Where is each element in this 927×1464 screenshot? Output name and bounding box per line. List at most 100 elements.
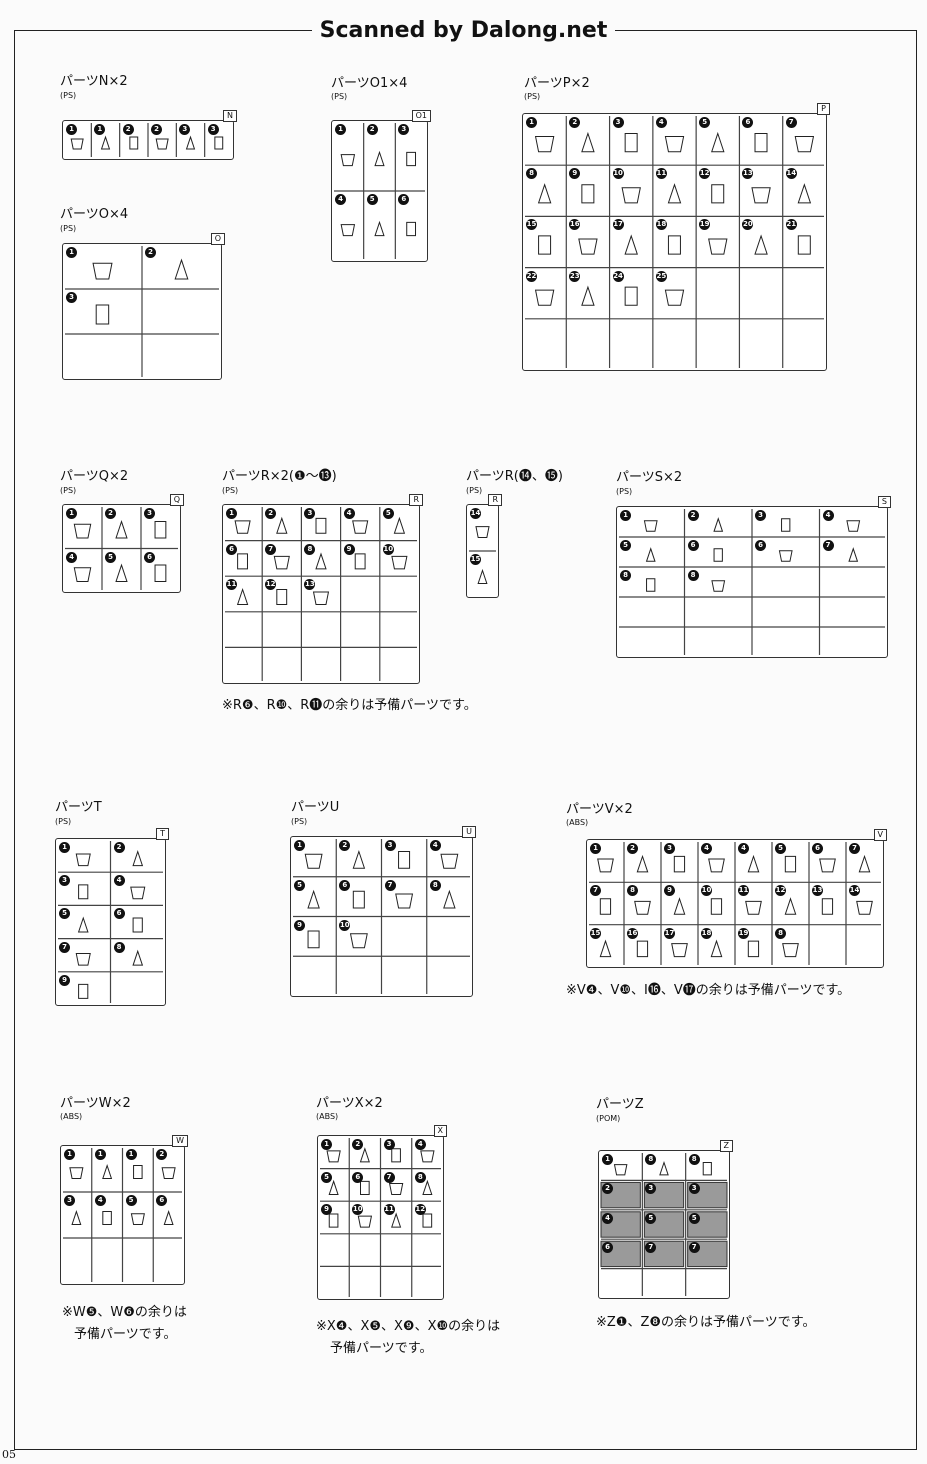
part-shape — [391, 555, 408, 570]
part-number-marker: 8 — [620, 570, 631, 581]
part-shape — [340, 224, 356, 237]
part-number-marker: 3 — [144, 508, 155, 519]
part-shape — [624, 133, 638, 153]
part-shape — [713, 548, 723, 562]
part-number-marker: 7 — [849, 843, 860, 854]
part-shape — [352, 849, 366, 869]
part-number-marker: 12 — [699, 168, 711, 180]
part-number-marker: 5 — [645, 1212, 657, 1224]
part-number-marker: 5 — [688, 1212, 700, 1224]
part-shape — [537, 183, 552, 204]
part-shape — [613, 1164, 628, 1176]
part-number-marker: 6 — [398, 194, 410, 205]
part-number-marker: 12 — [414, 1204, 426, 1216]
runner-tag: X — [433, 1125, 447, 1137]
runner-material-z: (POM) — [596, 1114, 621, 1123]
runner-label-o: パーツO×4 — [60, 207, 129, 222]
part-shape — [115, 519, 128, 539]
part-shape — [100, 135, 111, 150]
part-number-marker: 23 — [569, 270, 581, 282]
runner-tag: S — [877, 496, 891, 508]
runner-tag: Q — [169, 494, 184, 506]
part-number-marker: 10 — [382, 543, 394, 555]
part-number-marker: 5 — [620, 540, 631, 551]
part-shape — [745, 900, 762, 915]
part-number-marker: 14 — [785, 168, 797, 180]
part-shape — [115, 563, 128, 582]
part-shape — [395, 893, 414, 909]
part-shape — [236, 587, 249, 605]
part-shape — [393, 516, 406, 534]
part-number-marker: 3 — [64, 1195, 75, 1206]
part-shape — [846, 520, 861, 532]
part-shape — [129, 136, 139, 150]
part-shape — [664, 136, 685, 153]
part-number-marker: 3 — [664, 843, 675, 854]
part-shape — [315, 517, 327, 534]
part-number-marker: 9 — [343, 543, 355, 555]
part-shape — [422, 1179, 433, 1195]
part-shape — [667, 235, 681, 255]
part-number-marker: 2 — [105, 508, 116, 519]
part-number-marker: 1 — [94, 1149, 106, 1160]
part-shape — [624, 286, 638, 306]
part-number-marker: 17 — [612, 219, 624, 231]
part-number-marker: 11 — [655, 168, 667, 180]
part-number-marker: 17 — [664, 927, 675, 939]
part-number-marker: 4 — [822, 510, 834, 521]
part-number-marker: 20 — [742, 219, 754, 231]
part-shape — [154, 564, 167, 582]
part-number-marker: 5 — [366, 194, 378, 205]
part-shape — [357, 1215, 373, 1228]
part-shape — [659, 1160, 669, 1176]
part-shape — [130, 886, 146, 900]
part-number-marker: 22 — [526, 270, 537, 282]
part-number-marker: 3 — [66, 292, 77, 303]
runner-frame-lines — [334, 123, 425, 259]
part-number-marker: 7 — [590, 885, 601, 897]
part-shape — [797, 183, 812, 204]
part-shape — [95, 304, 110, 325]
runner-frame-lines — [589, 842, 881, 965]
runner-frame-lines — [469, 526, 496, 585]
runner-material-n: (PS) — [60, 91, 77, 100]
part-number-marker: 1 — [620, 510, 631, 521]
part-shape — [711, 580, 726, 592]
part-number-marker: 2 — [569, 117, 581, 128]
part-number-marker: 5 — [125, 1195, 137, 1206]
part-number-marker: 3 — [383, 1139, 395, 1150]
part-shape — [374, 220, 385, 237]
part-number-marker: 8 — [414, 1171, 426, 1183]
part-number-marker: 2 — [265, 508, 277, 519]
part-number-marker: 15 — [526, 219, 537, 231]
runner-frame-lines — [619, 509, 885, 655]
spare-note-v: ※V❹、V❿、I⓰、V⓱の余りは予備パーツです。 — [566, 983, 851, 998]
part-number-marker: 16 — [627, 927, 638, 939]
part-number-marker: 8 — [687, 570, 699, 581]
part-shape — [710, 939, 723, 958]
part-number-marker: 2 — [113, 842, 125, 853]
part-number-marker: 2 — [339, 840, 351, 851]
part-shape — [406, 151, 417, 167]
part-number-marker: 25 — [655, 270, 667, 282]
part-number-marker: 4 — [655, 117, 667, 128]
part-shape — [751, 187, 771, 204]
part-shape — [360, 1180, 370, 1195]
part-shape — [443, 889, 456, 909]
part-shape — [388, 1183, 404, 1195]
part-shape — [132, 917, 143, 933]
part-number-marker: 2 — [122, 124, 134, 135]
part-number-marker: 3 — [755, 510, 766, 521]
part-number-marker: 1 — [94, 124, 106, 135]
part-number-marker: 5 — [699, 117, 711, 128]
part-number-marker: 1 — [526, 117, 537, 128]
spare-note-r: ※R❻、R❿、R⓫の余りは予備パーツです。 — [222, 698, 477, 713]
part-number-marker: 2 — [151, 124, 162, 135]
runner-frame-lines — [225, 507, 417, 681]
part-shape — [713, 517, 724, 532]
part-number-marker: 8 — [429, 879, 441, 891]
part-number-marker: 2 — [352, 1139, 364, 1150]
runner-material-v: (ABS) — [566, 818, 589, 827]
